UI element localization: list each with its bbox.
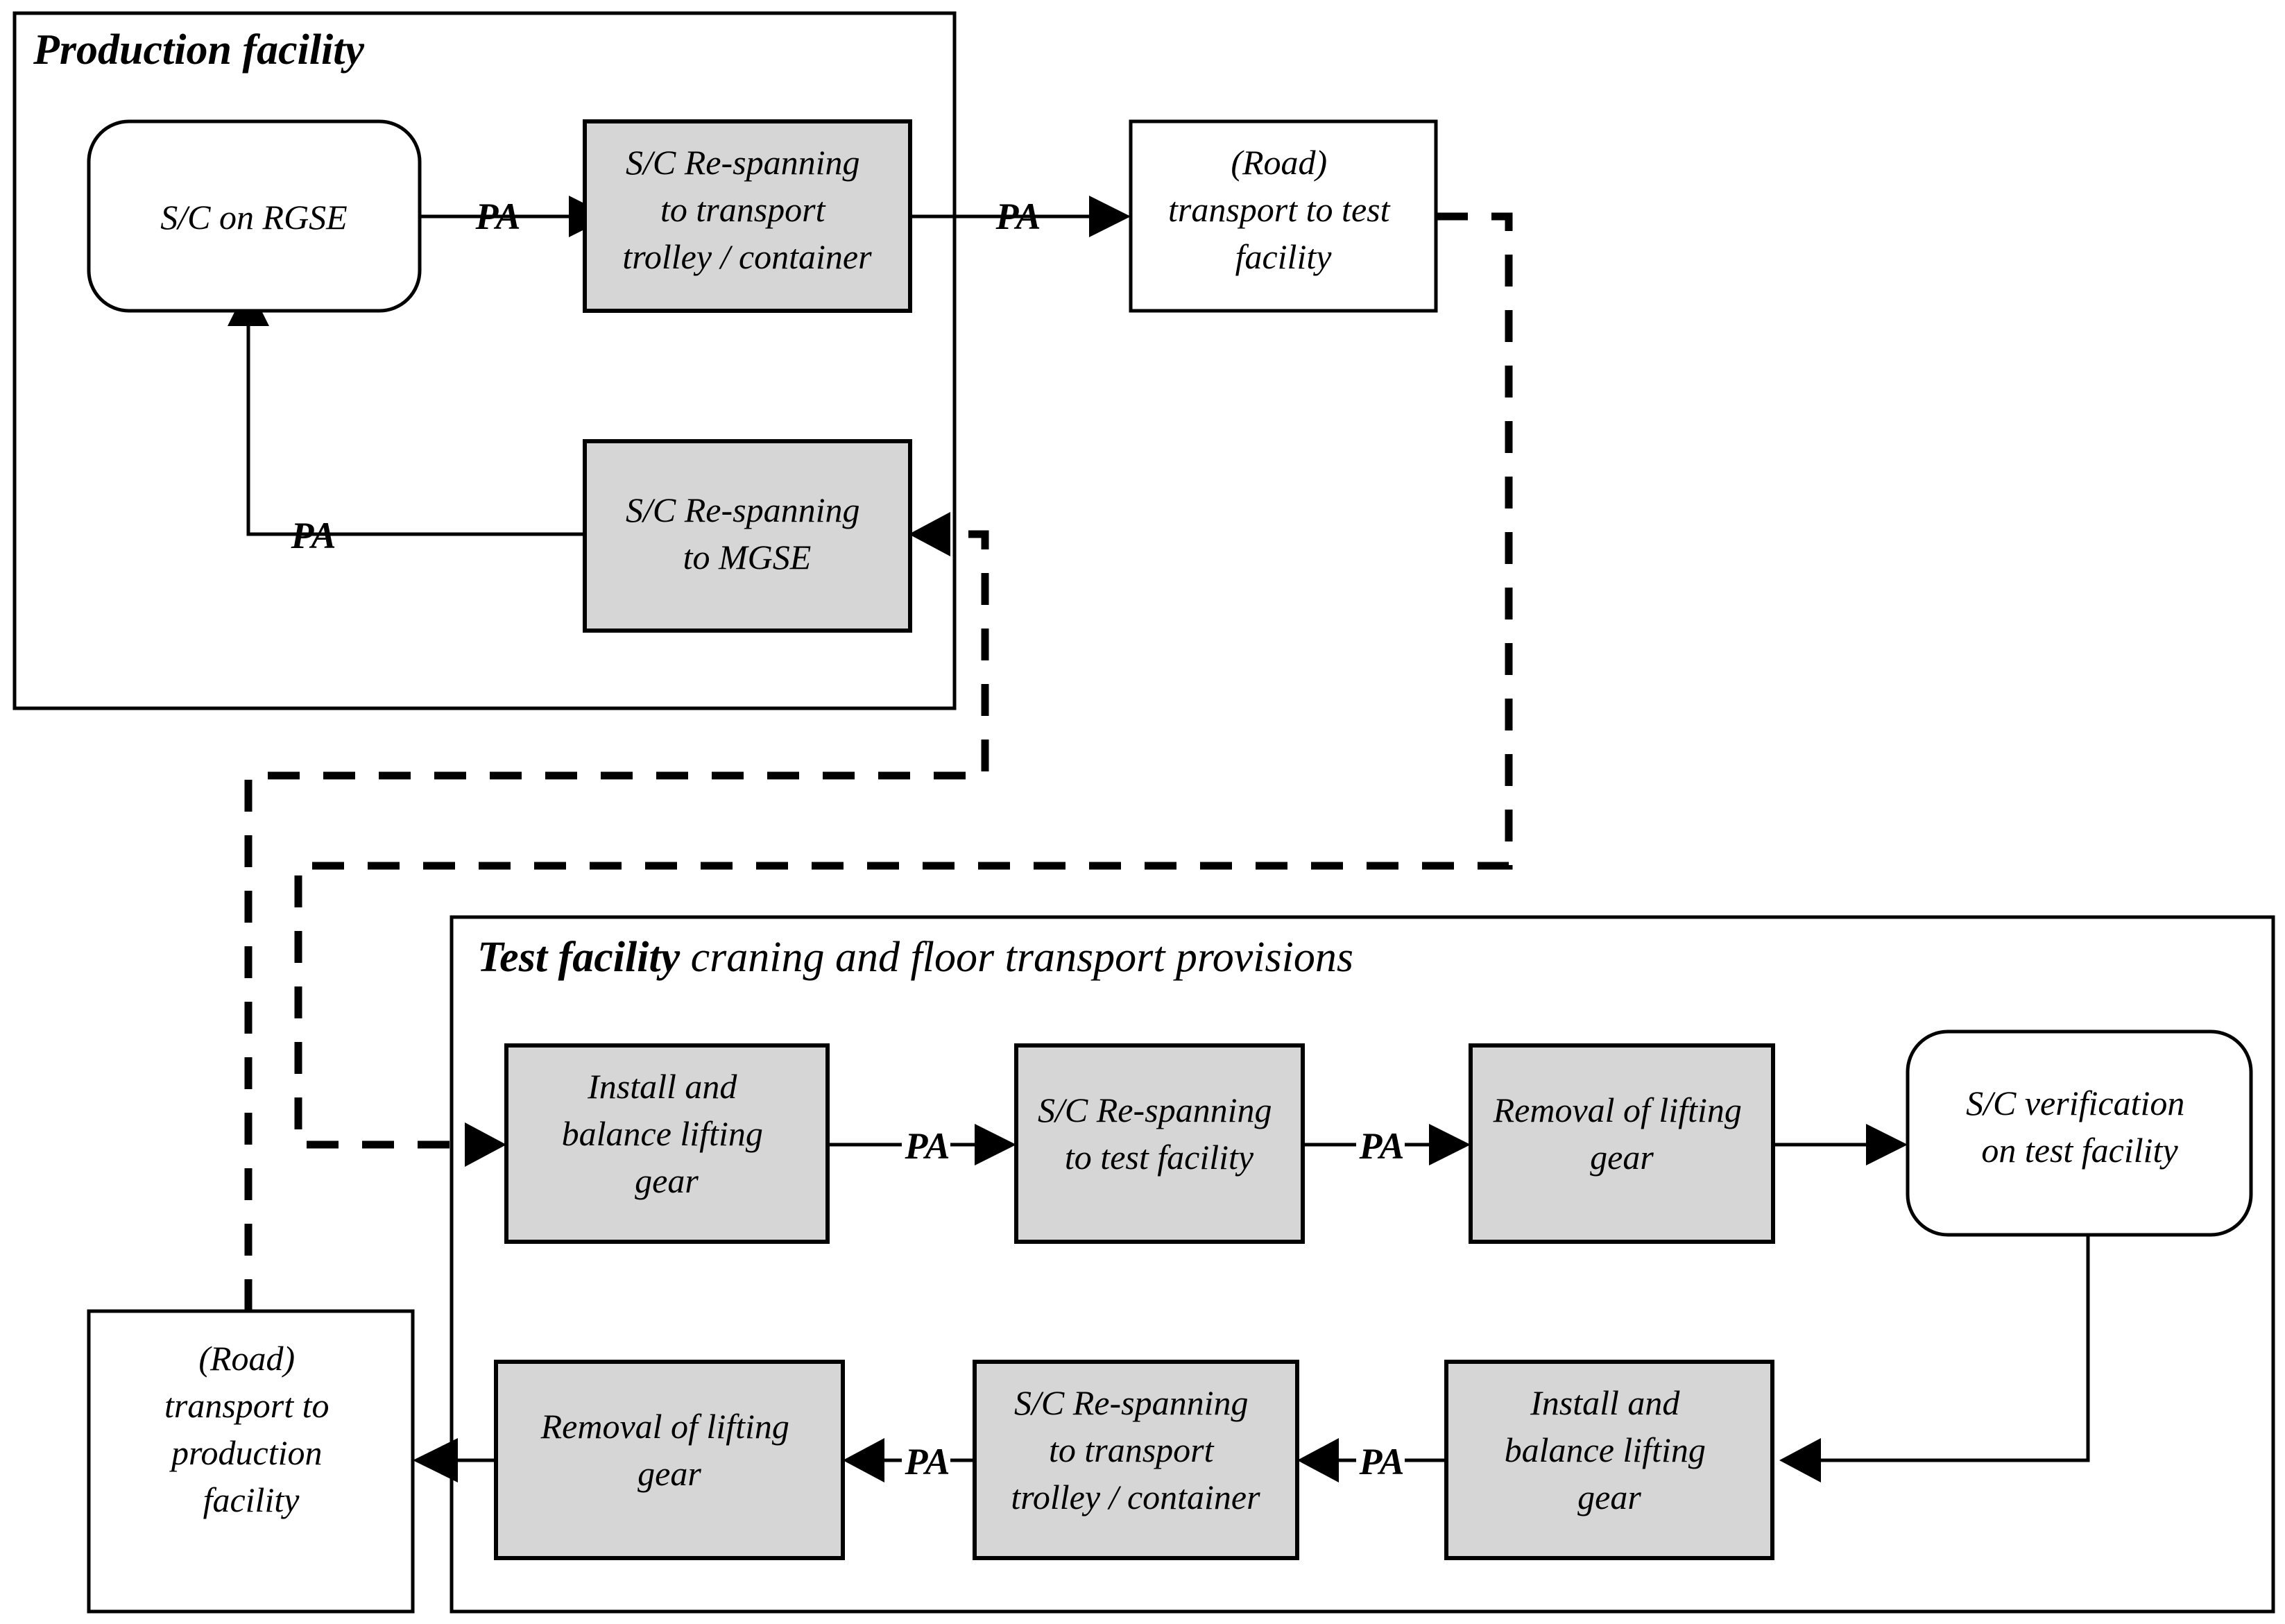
arrowhead-removal-b-to-road-production (413, 1438, 458, 1482)
edge-label-pa-6: PA (1359, 1441, 1405, 1482)
node-respan-trolley-bot-label: S/C Re-spanning to transport trolley / c… (1011, 1383, 1260, 1516)
node-install-balance-top-shape (504, 1043, 830, 1244)
edge-label-pa-1: PA (475, 196, 521, 237)
node-sc-on-rgse[interactable]: S/C on RGSE (87, 119, 422, 313)
test-facility-title-rest: craning and floor transport provisions (680, 934, 1353, 981)
node-sc-on-rgse-shape (87, 119, 422, 313)
edge-label-pa-5: PA (1359, 1125, 1405, 1167)
node-removal-gear-bot[interactable]: Removal of lifting gear (494, 1360, 845, 1560)
node-respan-trolley-top-label: S/C Re-spanning to transport trolley / c… (622, 143, 872, 276)
arrowhead-respan-trolley-b-to-removal-b (843, 1438, 884, 1482)
edge-mgse-to-rgse (246, 326, 583, 536)
node-removal-gear-top-label: Removal of lifting gear (1493, 1091, 1751, 1177)
test-facility-title: Test facility craning and floor transpor… (477, 934, 1353, 981)
arrowhead-removal-to-verification (1866, 1124, 1908, 1165)
test-facility-title-bold: Test facility (477, 934, 681, 981)
arrowhead-road-production-to-mgse (909, 512, 950, 556)
node-respan-test-facility-shape (1014, 1043, 1305, 1244)
arrowhead-install-to-respan-test (975, 1124, 1016, 1165)
node-removal-gear-top-shape (1469, 1043, 1775, 1244)
node-road-to-production[interactable]: (Road) transport to production facility (87, 1309, 415, 1614)
node-road-to-production-label: (Road) transport to production facility (164, 1339, 338, 1519)
node-removal-gear-bot-shape (494, 1360, 845, 1560)
node-respan-trolley-top-shape (583, 119, 912, 313)
node-respan-trolley-bot-shape (973, 1360, 1299, 1560)
node-road-to-test-shape (1129, 119, 1438, 313)
node-respan-mgse-shape (583, 439, 912, 633)
group-production-facility (12, 11, 957, 710)
node-sc-verification-shape (1906, 1029, 2253, 1237)
node-respan-test-facility[interactable]: S/C Re-spanning to test facility (1014, 1043, 1305, 1244)
node-sc-verification[interactable]: S/C verification on test facility (1906, 1029, 2253, 1237)
node-install-balance-bot-label: Install and balance lifting gear (1505, 1383, 1715, 1516)
node-road-to-test-label: (Road) transport to test facility (1168, 143, 1398, 276)
arrowhead-install-bottom-to-respan-trolley (1297, 1438, 1339, 1482)
node-road-to-production-shape (87, 1309, 415, 1614)
edge-label-pa-7: PA (905, 1441, 950, 1482)
arrowhead-verification-to-install-bottom (1779, 1438, 1821, 1482)
node-respan-mgse[interactable]: S/C Re-spanning to MGSE (583, 439, 912, 633)
node-respan-trolley-top[interactable]: S/C Re-spanning to transport trolley / c… (583, 119, 912, 313)
arrowhead-road-test-to-install-balance (465, 1122, 506, 1167)
node-respan-test-facility-label: S/C Re-spanning to test facility (1038, 1091, 1281, 1177)
edge-road-production-to-mgse (244, 530, 989, 1311)
node-removal-gear-bot-label: Removal of lifting gear (540, 1407, 798, 1493)
arrowhead-respan-test-to-removal (1429, 1124, 1471, 1165)
node-removal-gear-top[interactable]: Removal of lifting gear (1469, 1043, 1775, 1244)
edge-verification-to-install-bottom (1821, 1235, 2090, 1462)
edge-road-test-to-install-balance (294, 212, 1513, 1149)
edge-label-pa-4: PA (905, 1125, 950, 1167)
node-install-balance-top-label: Install and balance lifting gear (562, 1067, 772, 1200)
production-facility-title: Production facility (33, 26, 365, 74)
edge-label-pa-2: PA (995, 196, 1041, 237)
arrowhead-respan-trolley-to-road-test (1089, 196, 1131, 237)
node-install-balance-top[interactable]: Install and balance lifting gear (504, 1043, 830, 1244)
node-install-balance-bot-shape (1444, 1360, 1774, 1560)
group-test-facility (450, 915, 2275, 1614)
node-respan-mgse-label: S/C Re-spanning to MGSE (626, 490, 868, 576)
node-respan-trolley-bot[interactable]: S/C Re-spanning to transport trolley / c… (973, 1360, 1299, 1560)
node-install-balance-bot[interactable]: Install and balance lifting gear (1444, 1360, 1774, 1560)
node-road-to-test[interactable]: (Road) transport to test facility (1129, 119, 1438, 313)
edge-label-pa-3: PA (291, 515, 336, 556)
node-sc-verification-label: S/C verification on test facility (1966, 1084, 2193, 1170)
node-sc-on-rgse-label: S/C on RGSE (160, 198, 347, 237)
production-facility-title-bold: Production facility (33, 26, 365, 74)
